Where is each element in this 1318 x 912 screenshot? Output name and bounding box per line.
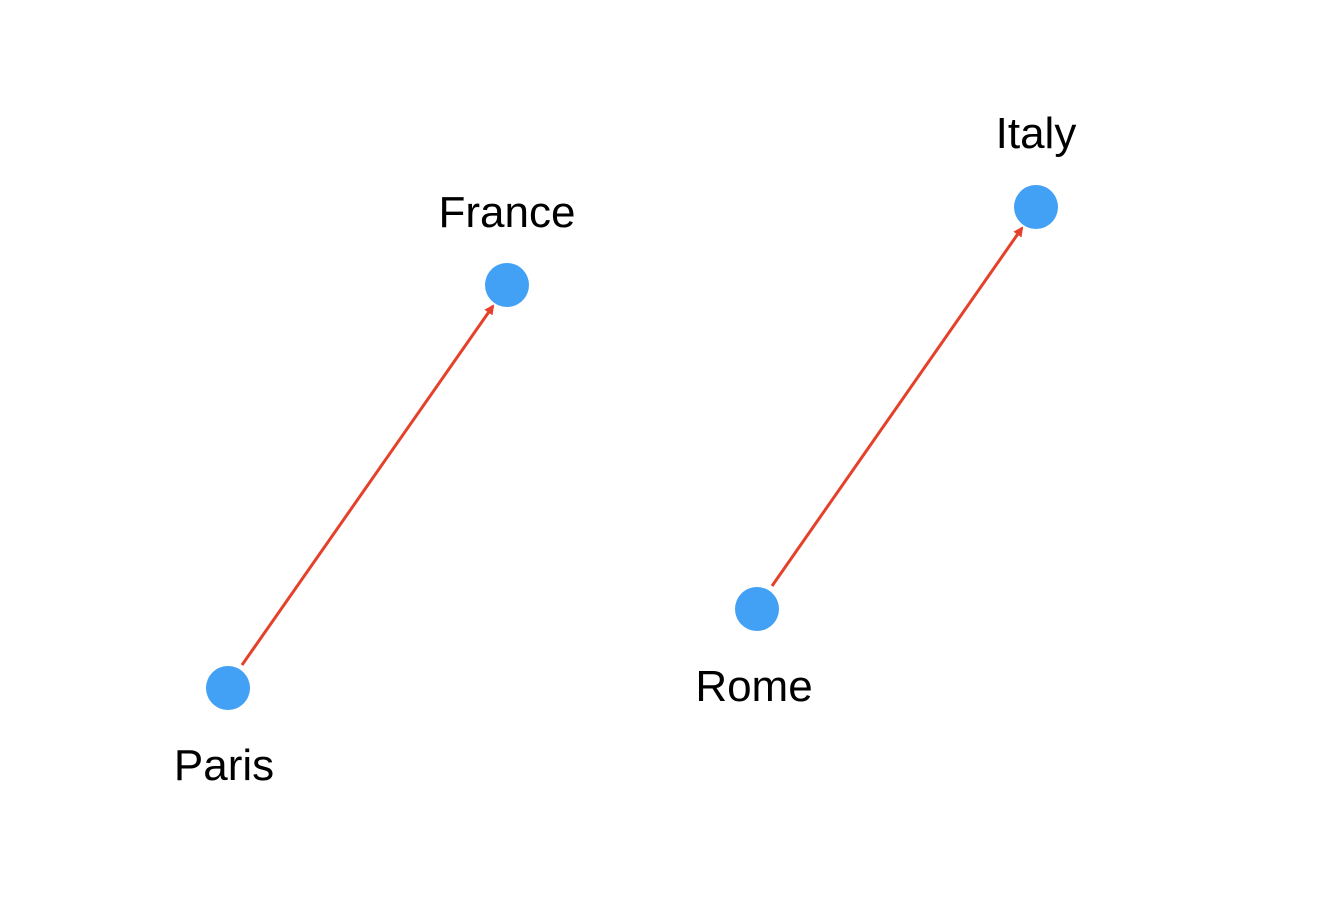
edge-paris-france — [240, 304, 495, 666]
label-rome: Rome — [695, 662, 812, 711]
edge-rome-italy — [770, 226, 1024, 587]
node-italy — [1014, 185, 1058, 229]
label-france: France — [439, 188, 576, 237]
node-rome — [735, 587, 779, 631]
label-italy: Italy — [996, 109, 1077, 158]
node-france — [485, 263, 529, 307]
node-paris — [206, 666, 250, 710]
label-paris: Paris — [174, 741, 274, 790]
